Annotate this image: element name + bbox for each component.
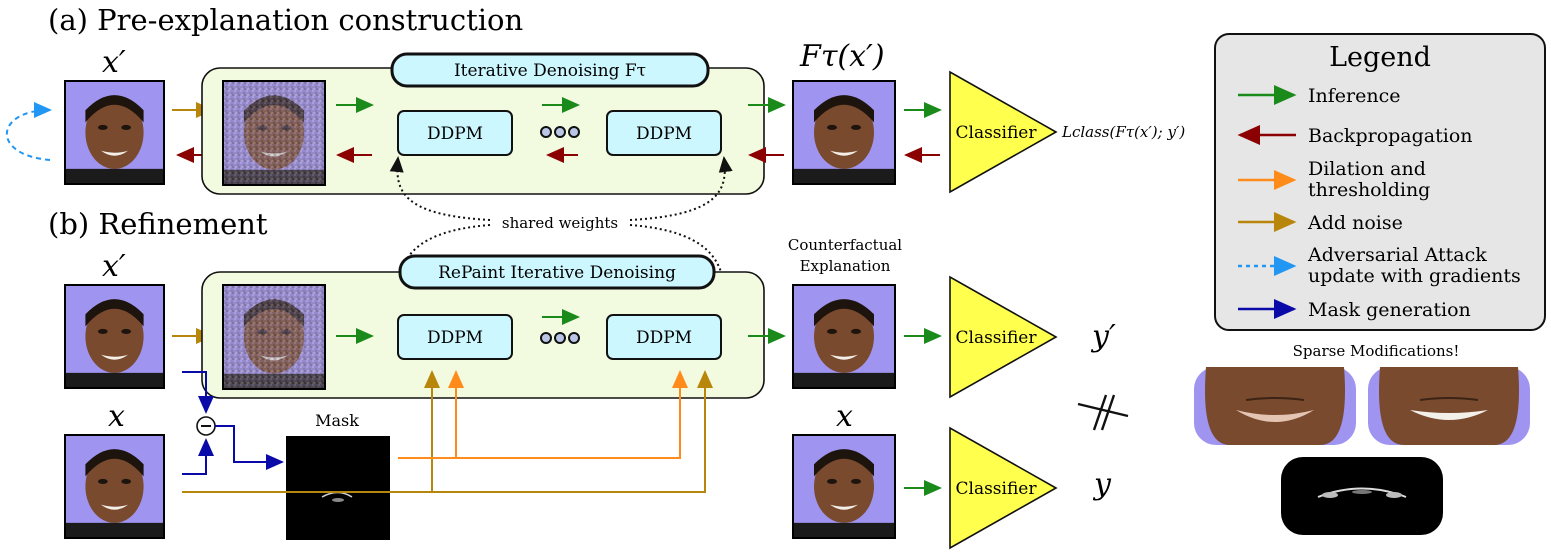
counterfactual-label-line1: Counterfactual (788, 236, 902, 254)
crop-image-counterfactual (1194, 367, 1356, 445)
ddpm-box-a-1 (397, 110, 513, 156)
face-image-x (64, 434, 165, 539)
legend-backprop-label: Backpropagation (1308, 125, 1473, 147)
legend-dilation-label-2: thresholding (1308, 179, 1430, 201)
noisy-image-a (222, 80, 326, 186)
ddpm-label-b-1: DDPM (427, 328, 483, 348)
classifier-a (949, 70, 1058, 194)
crop-mask-image (1281, 457, 1443, 535)
face-image-x-prime-b (64, 284, 165, 389)
ellipsis-dots-a (540, 126, 580, 138)
legend-mask-label: Mask generation (1308, 299, 1471, 321)
mask-label: Mask (315, 411, 359, 430)
mask-gen-line-to-mask (215, 425, 284, 470)
ddpm-label-a-2: DDPM (636, 124, 692, 144)
shared-weights-label: shared weights (502, 214, 618, 232)
face-image-x-prime-a (64, 80, 165, 185)
ddpm-box-b-1 (397, 314, 513, 360)
legend-title: Legend (1329, 42, 1431, 73)
classifier-c (949, 426, 1058, 550)
add-noise-line-x (182, 370, 713, 493)
repaint-title: RePaint Iterative Denoising (438, 263, 676, 283)
repaint-title-box (398, 254, 716, 290)
legend-adversarial-label-1: Adversarial Attack (1307, 244, 1487, 266)
x-label-b: x (108, 399, 125, 434)
iterative-denoising-title: Iterative Denoising Fτ (454, 61, 646, 81)
iterative-denoising-title-box (390, 52, 710, 88)
classifier-b (949, 275, 1058, 399)
ddpm-label-b-2: DDPM (636, 328, 692, 348)
section-a-title: (a) Pre-explanation construction (48, 3, 523, 37)
section-b-title: (b) Refinement (48, 207, 268, 241)
mask-gen-line-bottom (182, 438, 214, 475)
ddpm-label-a-1: DDPM (427, 124, 483, 144)
dilation-line-mask (398, 370, 688, 459)
classifier-label-a: Classifier (956, 123, 1038, 143)
face-image-x-right (792, 434, 896, 539)
classifier-label-c: Classifier (956, 479, 1038, 499)
adversarial-update-arrow (5, 102, 52, 161)
legend-box (1214, 33, 1546, 331)
y-prime-label: y′ (1090, 319, 1116, 354)
mask-gen-line-top (182, 371, 214, 414)
sparse-modifications-label: Sparse Modifications! (1293, 342, 1460, 360)
classifier-label-b: Classifier (956, 328, 1038, 348)
legend-noise-label: Add noise (1307, 212, 1403, 234)
not-equal-symbol (1077, 394, 1129, 431)
x-prime-label-b: x′ (102, 249, 126, 284)
ddpm-box-a-2 (606, 110, 722, 156)
x-prime-label-a: x′ (102, 45, 126, 80)
counterfactual-label-line2: Explanation (800, 257, 891, 275)
y-label: y (1092, 467, 1112, 502)
f-tau-x-prime-label: Fτ(x′) (799, 39, 885, 74)
face-image-counterfactual (792, 284, 896, 389)
x-label-right: x (836, 399, 853, 434)
ddpm-box-b-2 (606, 314, 722, 360)
loss-label: Lclass(Fτ(x′); y′) (1061, 123, 1185, 141)
legend-adversarial-label-2: update with gradients (1308, 265, 1521, 287)
ellipsis-dots-b (540, 332, 580, 344)
face-image-f-tau (792, 80, 896, 185)
legend-inference-label: Inference (1308, 85, 1400, 107)
crop-image-original (1368, 367, 1530, 445)
noisy-image-b (222, 284, 326, 390)
shared-weights-connector-a-right (629, 156, 733, 221)
legend-dilation-label-1: Dilation and (1308, 158, 1426, 180)
mask-image (286, 436, 390, 540)
subtract-node (196, 416, 216, 436)
